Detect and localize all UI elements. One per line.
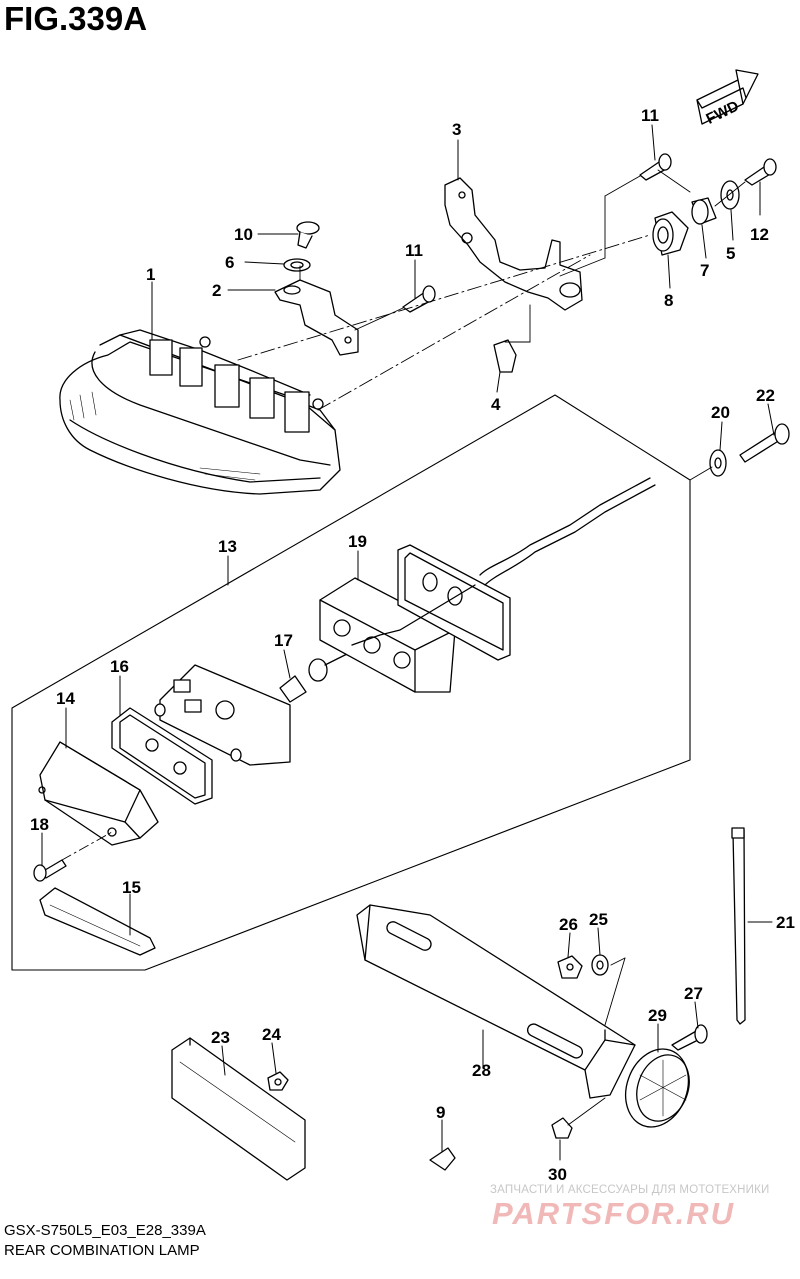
callout-10: 10: [234, 225, 253, 244]
socket-holder: [154, 664, 291, 766]
mount-bracket: [444, 177, 583, 311]
screw-22: [739, 423, 790, 463]
lens-cover: [39, 887, 156, 956]
callout-29: 29: [648, 1006, 667, 1025]
washer-25: [591, 954, 609, 976]
washer-20: [709, 449, 727, 477]
screw-18: [33, 859, 67, 882]
callout-3: 3: [452, 120, 461, 139]
callout-17: 17: [274, 631, 293, 650]
figure-title: FIG.339A: [4, 0, 148, 37]
callout-labels: 1 2 3 4 5 6 7 8 9 10 11 11 12 13 14 15 1…: [30, 106, 795, 1184]
bulb-17: [279, 647, 366, 703]
callout-16: 16: [110, 657, 129, 676]
leader-lines: [41, 124, 775, 1161]
callout-14: 14: [56, 689, 75, 708]
callout-21: 21: [776, 913, 795, 932]
callout-26: 26: [559, 915, 578, 934]
clip-4: [493, 339, 517, 373]
callout-11-left: 11: [405, 241, 423, 260]
callout-28: 28: [472, 1061, 491, 1080]
callout-15: 15: [122, 878, 141, 897]
callout-23: 23: [211, 1028, 230, 1047]
washer-6: [283, 258, 311, 272]
callout-4: 4: [491, 395, 501, 414]
callout-22: 22: [756, 386, 775, 405]
callout-24: 24: [262, 1025, 281, 1044]
watermark-logo: PARTSFOR.RU: [492, 1196, 736, 1231]
callout-7: 7: [700, 261, 709, 280]
collar-7: [691, 197, 717, 225]
screw-27: [671, 1024, 708, 1051]
callout-8: 8: [664, 291, 673, 310]
seal-plate: [397, 544, 511, 661]
callout-9: 9: [436, 1103, 445, 1122]
figure-name: REAR COMBINATION LAMP: [4, 1242, 200, 1259]
cable-tie: [731, 827, 746, 1025]
callout-20: 20: [711, 403, 730, 422]
lamp-bracket: [274, 279, 359, 356]
washer-5: [720, 180, 740, 210]
assembly-lines: [237, 234, 651, 411]
license-lamp-box: [11, 394, 691, 971]
tail-lamp-assembly: [59, 329, 341, 495]
reflector-23: [171, 1037, 306, 1181]
nut-24: [267, 1071, 289, 1091]
plate-bracket: [356, 904, 636, 1099]
callout-30: 30: [548, 1165, 567, 1184]
screw-11-right: [639, 153, 672, 181]
callout-11-right: 11: [641, 106, 659, 125]
nut-30: [551, 1117, 573, 1139]
callout-1: 1: [146, 265, 155, 284]
reflector-29: [625, 1048, 690, 1128]
model-code: GSX-S750L5_E03_E28_339A: [4, 1222, 206, 1239]
wire-harness: [351, 477, 656, 646]
license-lamp-lens: [38, 741, 159, 846]
screw-11-left: [402, 285, 436, 313]
grommet-19: [319, 577, 456, 693]
callout-13: 13: [218, 537, 237, 556]
fwd-arrow: FWD: [696, 69, 759, 128]
callout-6: 6: [225, 253, 234, 272]
gasket-16: [111, 707, 213, 805]
nut-26: [557, 955, 583, 979]
callout-5: 5: [726, 244, 735, 263]
callout-19: 19: [348, 532, 367, 551]
watermark-tagline: ЗАПЧАСТИ И АКСЕССУАРЫ ДЛЯ МОТОТЕХНИКИ: [490, 1184, 770, 1196]
callout-27: 27: [684, 984, 703, 1003]
callout-12: 12: [750, 225, 769, 244]
screw-10: [296, 221, 320, 249]
screw-12: [744, 158, 777, 186]
grommet-8: [652, 211, 689, 256]
callout-25: 25: [589, 910, 608, 929]
callout-2: 2: [212, 281, 221, 300]
callout-18: 18: [30, 815, 49, 834]
